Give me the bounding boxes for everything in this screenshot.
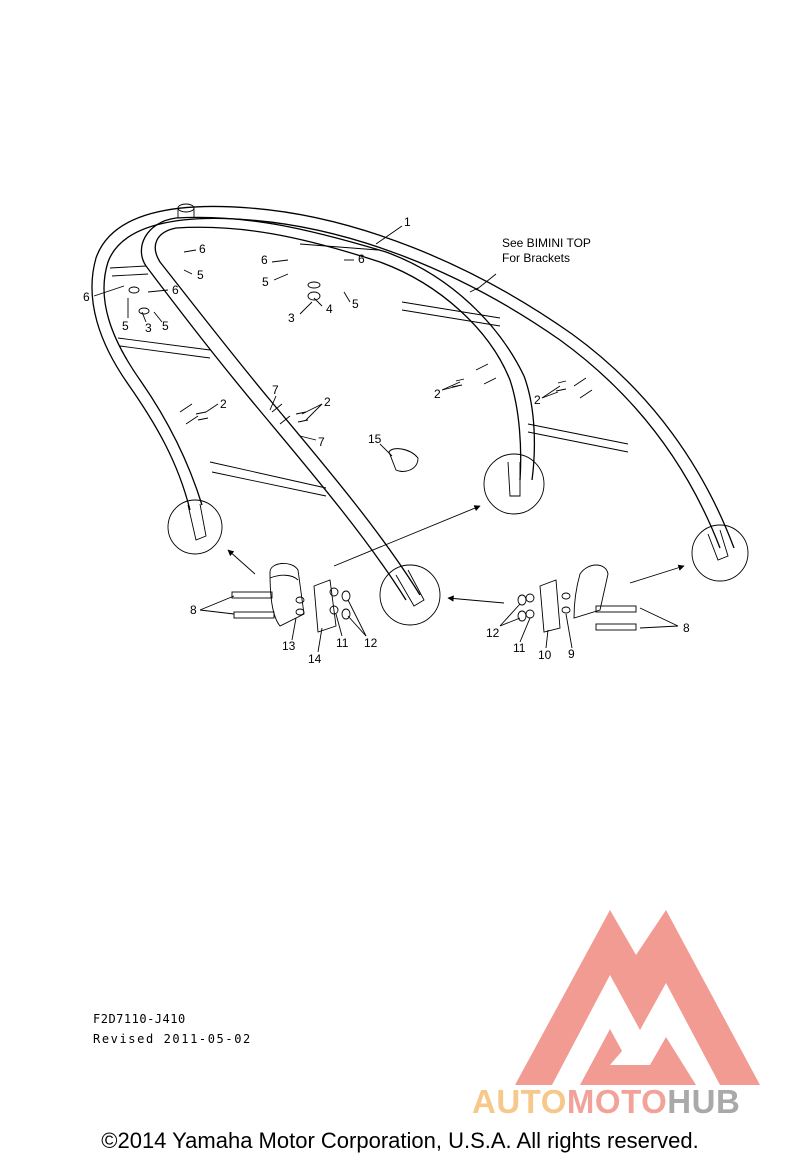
- left-bracket-assembly: [231, 563, 351, 633]
- callout-6: 6: [261, 253, 268, 267]
- callout-1: 1: [404, 215, 411, 229]
- leg-end-details: [167, 453, 749, 626]
- watermark-text: AUTOMOTOHUB: [472, 1083, 740, 1121]
- callout-5: 5: [262, 275, 269, 289]
- callout-2: 2: [220, 397, 227, 411]
- right-bracket-assembly: [517, 564, 637, 633]
- bimini-note-line2: For Brackets: [502, 251, 570, 265]
- bimini-note-line1: See BIMINI TOP: [502, 236, 591, 250]
- callout-14: 14: [308, 652, 322, 666]
- callout-3: 3: [288, 311, 295, 325]
- leader-lines: [93, 225, 679, 653]
- callout-numbers: 1 2 2 2 2 3 3 4 5 5 5 5 5 6 6 6 6 6 7 7 …: [83, 215, 690, 666]
- callout-15: 15: [368, 432, 382, 446]
- callout-8: 8: [190, 603, 197, 617]
- callout-5: 5: [122, 319, 129, 333]
- callout-2: 2: [324, 395, 331, 409]
- callout-7: 7: [272, 383, 279, 397]
- callout-7: 7: [318, 435, 325, 449]
- callout-2: 2: [534, 393, 541, 407]
- copyright-notice: ©2014 Yamaha Motor Corporation, U.S.A. A…: [101, 1128, 699, 1153]
- callout-5: 5: [162, 319, 169, 333]
- revision-date: Revised 2011-05-02: [93, 1032, 252, 1046]
- tower-frame: [91, 203, 735, 601]
- direction-arrows: [227, 505, 685, 604]
- callout-5: 5: [197, 268, 204, 282]
- callout-4: 4: [326, 302, 333, 316]
- callout-5: 5: [352, 297, 359, 311]
- small-hardware: [128, 281, 567, 472]
- callout-12: 12: [364, 636, 378, 650]
- callout-10: 10: [538, 648, 552, 662]
- watermark-hub: HUB: [667, 1083, 741, 1120]
- callout-11: 11: [336, 636, 349, 650]
- watermark-moto: MOTO: [566, 1083, 668, 1120]
- callout-6: 6: [172, 283, 179, 297]
- callout-3: 3: [145, 321, 152, 335]
- callout-6: 6: [83, 290, 90, 304]
- callout-12: 12: [486, 626, 500, 640]
- callout-11: 11: [513, 641, 526, 655]
- watermark-auto: AUTO: [472, 1083, 567, 1120]
- callout-13: 13: [282, 639, 296, 653]
- callout-6: 6: [358, 252, 365, 266]
- callout-9: 9: [568, 647, 575, 661]
- callout-6: 6: [199, 242, 206, 256]
- watermark-logo: [515, 910, 760, 1085]
- callout-8: 8: [683, 621, 690, 635]
- callout-2: 2: [434, 387, 441, 401]
- drawing-code: F2D7110-J410: [93, 1012, 186, 1026]
